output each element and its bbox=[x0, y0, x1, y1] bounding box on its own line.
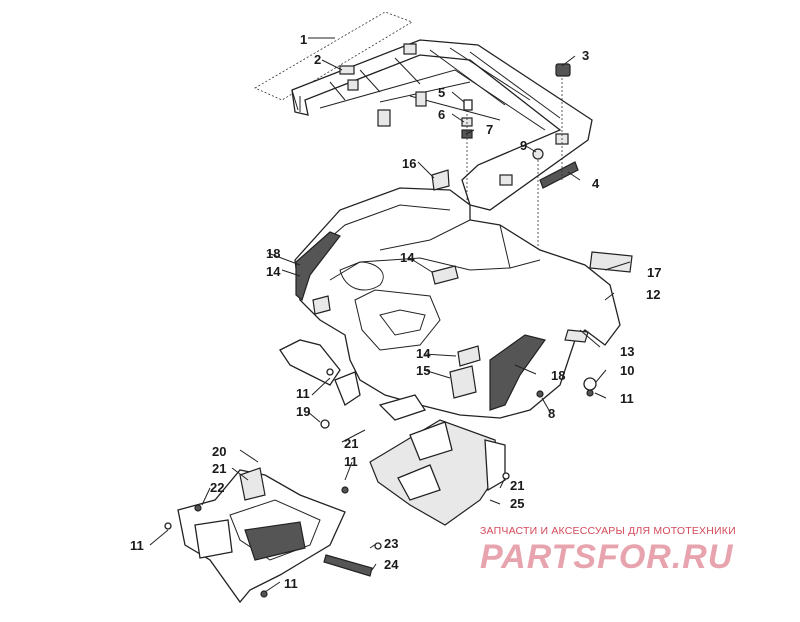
callout-11-mid: 11 bbox=[344, 454, 358, 469]
callout-21-center: 21 bbox=[344, 436, 358, 451]
callout-7: 7 bbox=[486, 122, 493, 137]
callouts: 1 2 3 5 6 7 9 16 4 18 14 14 17 12 13 14 … bbox=[130, 32, 661, 591]
callout-25: 25 bbox=[510, 496, 524, 511]
callout-2: 2 bbox=[314, 52, 321, 67]
callout-20: 20 bbox=[212, 444, 226, 459]
callout-4: 4 bbox=[592, 176, 600, 191]
callout-21-left: 21 bbox=[212, 461, 226, 476]
watermark-caption: ЗАПЧАСТИ И АКСЕССУАРЫ ДЛЯ МОТОТЕХНИКИ bbox=[480, 525, 736, 537]
watermark-logo: PARTSFOR.RU bbox=[480, 538, 734, 576]
callout-14-left: 14 bbox=[266, 264, 281, 279]
callout-5: 5 bbox=[438, 85, 445, 100]
callout-13: 13 bbox=[620, 344, 634, 359]
callout-14-top: 14 bbox=[400, 250, 415, 265]
callout-10: 10 bbox=[620, 363, 634, 378]
callout-24: 24 bbox=[384, 557, 399, 572]
callout-1: 1 bbox=[300, 32, 307, 47]
callout-11-right: 11 bbox=[620, 391, 634, 406]
right-footwell bbox=[369, 419, 506, 526]
callout-15: 15 bbox=[416, 363, 430, 378]
callout-9: 9 bbox=[520, 138, 527, 153]
callout-6: 6 bbox=[438, 107, 445, 122]
callout-12: 12 bbox=[646, 287, 660, 302]
leader-lines bbox=[149, 37, 631, 593]
left-footwell bbox=[164, 467, 510, 604]
callout-18-left: 18 bbox=[266, 246, 280, 261]
callout-11-far-left: 11 bbox=[130, 538, 144, 553]
callout-17: 17 bbox=[647, 265, 661, 280]
callout-14-bottom: 14 bbox=[416, 346, 431, 361]
callout-18-right: 18 bbox=[551, 368, 565, 383]
rear-fender bbox=[279, 169, 633, 429]
callout-21-right: 21 bbox=[510, 478, 524, 493]
callout-19: 19 bbox=[296, 404, 310, 419]
callout-22: 22 bbox=[210, 480, 224, 495]
callout-11-bottom: 11 bbox=[284, 576, 298, 591]
callout-8: 8 bbox=[548, 406, 555, 421]
watermark: ЗАПЧАСТИ И АКСЕССУАРЫ ДЛЯ МОТОТЕХНИКИ PA… bbox=[480, 525, 790, 575]
callout-3: 3 bbox=[582, 48, 589, 63]
callout-16: 16 bbox=[402, 156, 416, 171]
callout-23: 23 bbox=[384, 536, 398, 551]
callout-11-left: 11 bbox=[296, 386, 310, 401]
